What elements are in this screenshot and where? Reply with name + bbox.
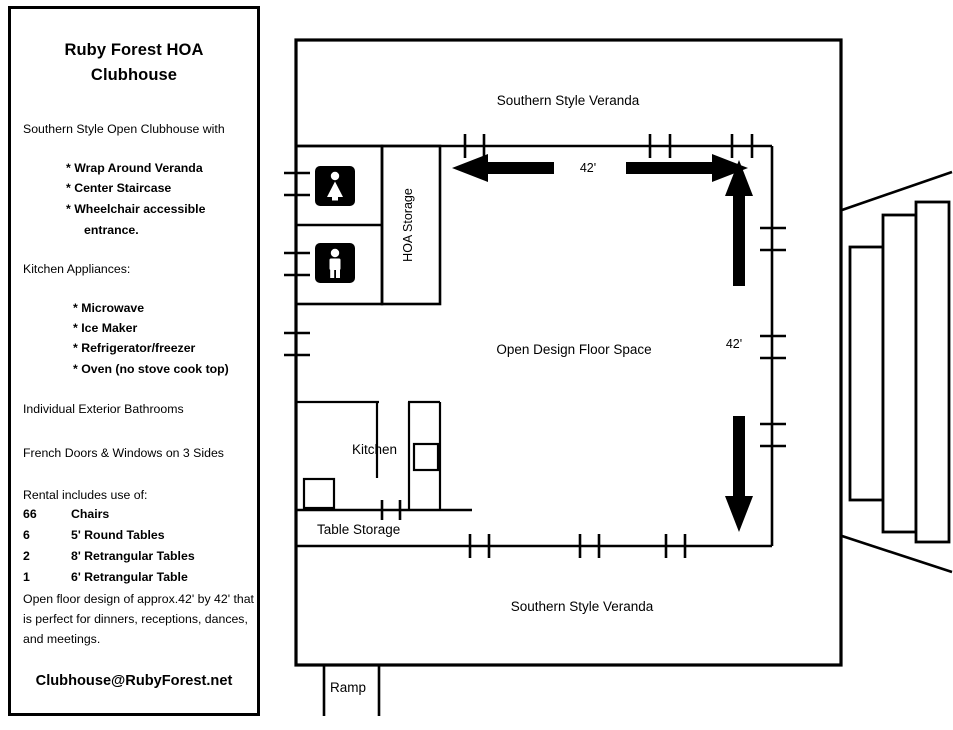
womens-restroom-sign xyxy=(315,166,355,206)
ramp-label: Ramp xyxy=(330,680,366,695)
rental-includes-heading: Rental includes use of: xyxy=(23,488,148,502)
rental-inventory-table: 66 Chairs 6 5' Round Tables 2 8' Retrang… xyxy=(23,504,255,588)
floor-plan-drawing: HOA Storage Kitchen Table Storage Southe… xyxy=(262,0,953,730)
mens-restroom-sign xyxy=(315,243,355,283)
page-title-line-2: Clubhouse xyxy=(90,66,178,84)
dimension-arrow-up xyxy=(725,160,753,286)
rental-qty-6ft-table: 1 xyxy=(23,570,30,584)
closing-description: Open floor design of approx.42' by 42' t… xyxy=(23,592,254,646)
dimension-label-horizontal: 42' xyxy=(580,161,596,175)
rental-item-8ft-tables: 8' Retrangular Tables xyxy=(71,549,195,563)
table-row: 2 8' Retrangular Tables xyxy=(23,546,255,567)
appliance-item-oven: * Oven (no stove cook top) xyxy=(73,362,229,376)
rental-item-chairs: Chairs xyxy=(71,507,110,521)
staircase-railing-top xyxy=(841,170,953,212)
feature-item-center-staircase: * Center Staircase xyxy=(66,181,172,195)
dimension-arrow-down xyxy=(725,416,753,532)
kitchen-label: Kitchen xyxy=(352,442,397,457)
women-figure-icon xyxy=(327,171,343,201)
contact-email: Clubhouse@RubyForest.net xyxy=(35,673,233,689)
page-title-line-1: Ruby Forest HOA xyxy=(64,41,204,59)
staircase-railing-bottom xyxy=(841,534,953,574)
table-row: 66 Chairs xyxy=(23,504,255,525)
french-doors-description: French Doors & Windows on 3 Sides xyxy=(23,446,224,460)
door-ticks-top-wall xyxy=(463,134,754,158)
door-ticks-bottom-wall xyxy=(468,534,687,558)
staircase-step-3 xyxy=(914,200,951,544)
table-row: 6 5' Round Tables xyxy=(23,525,255,546)
appliance-item-ice-maker: * Ice Maker xyxy=(73,321,138,335)
feature-item-wheelchair-accessible: * Wheelchair accessible xyxy=(66,202,206,216)
kitchen-appliances-heading: Kitchen Appliances: xyxy=(23,262,131,276)
door-ticks-table-storage xyxy=(380,500,402,520)
veranda-bottom-label: Southern Style Veranda xyxy=(511,599,654,614)
kitchen-appliance-box-left xyxy=(302,477,336,510)
feature-item-wrap-around-veranda: * Wrap Around Veranda xyxy=(66,161,203,175)
appliance-item-microwave: * Microwave xyxy=(73,301,145,315)
open-floor-space-label: Open Design Floor Space xyxy=(496,342,651,357)
man-figure-icon xyxy=(329,248,341,278)
veranda-top-label: Southern Style Veranda xyxy=(497,93,640,108)
entrance-ramp: Ramp xyxy=(322,665,381,716)
rental-qty-8ft-tables: 2 xyxy=(23,549,30,563)
bathrooms-description: Individual Exterior Bathrooms xyxy=(23,402,184,416)
info-panel: Ruby Forest HOA Clubhouse Southern Style… xyxy=(8,6,260,716)
center-staircase xyxy=(841,170,953,574)
feature-item-wheelchair-accessible-cont: entrance. xyxy=(84,223,139,237)
door-ticks-left-wall xyxy=(284,171,310,357)
dimension-arrow-right xyxy=(626,154,748,182)
appliance-item-refrigerator: * Refrigerator/freezer xyxy=(73,341,196,355)
staircase-step-1 xyxy=(848,245,885,502)
door-ticks-right-wall xyxy=(760,226,786,448)
intro-description: Southern Style Open Clubhouse with xyxy=(23,122,225,136)
dimension-arrow-left xyxy=(452,154,554,182)
rental-qty-round-tables: 6 xyxy=(23,528,30,542)
kitchen-appliance-box-right xyxy=(412,442,440,472)
rental-item-round-tables: 5' Round Tables xyxy=(71,528,165,542)
hoa-storage-room xyxy=(380,144,442,306)
building-outer-perimeter xyxy=(294,38,843,667)
table-row: 1 6' Retrangular Table xyxy=(23,567,255,588)
hoa-storage-label: HOA Storage xyxy=(401,188,415,262)
rental-item-6ft-table: 6' Retrangular Table xyxy=(71,570,188,584)
staircase-step-2 xyxy=(881,213,918,534)
table-storage-label: Table Storage xyxy=(317,522,400,537)
dimension-label-vertical: 42' xyxy=(726,337,742,351)
rental-qty-chairs: 66 xyxy=(23,507,37,521)
